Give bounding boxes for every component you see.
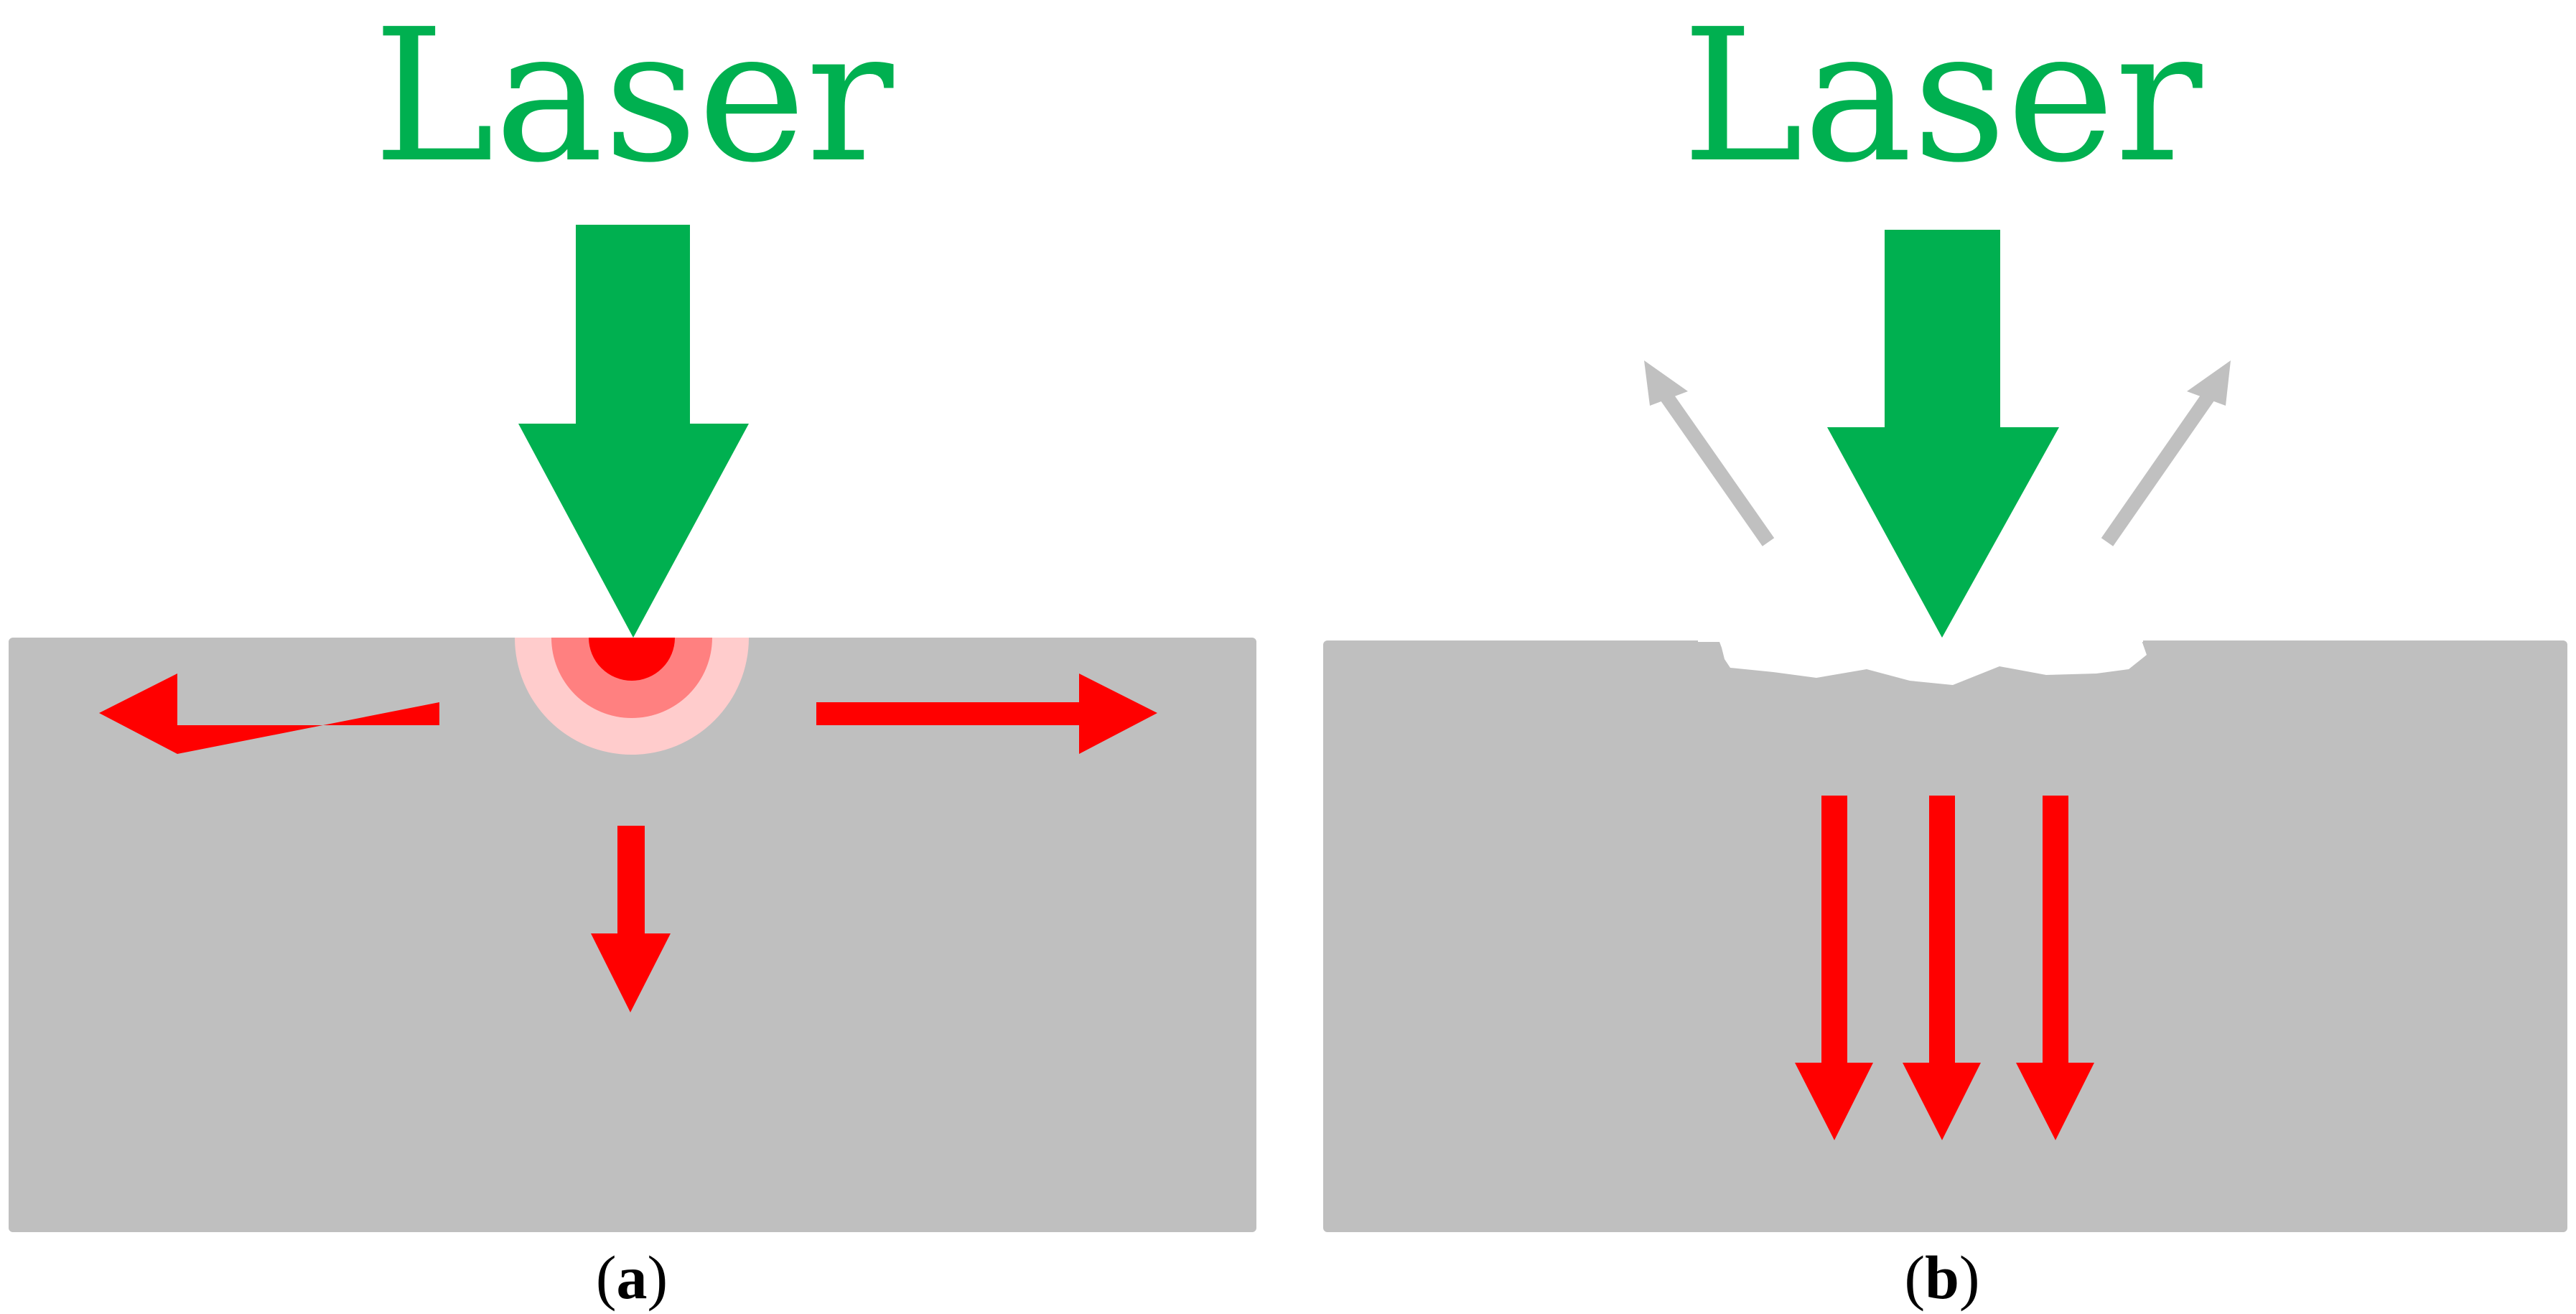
laser-arrow-b: [1827, 230, 2059, 638]
ablated-region-top: [1698, 625, 2143, 642]
caption-open-paren: (: [596, 1243, 617, 1312]
heat-arrow-down-3: [2016, 796, 2094, 1140]
ejection-arrow-left: [1644, 360, 1775, 546]
panel-b-caption: (b): [1904, 1243, 1979, 1312]
caption-letter: a: [617, 1243, 648, 1312]
ablated-region: [1698, 632, 2147, 685]
ejection-arrow-right: [2101, 360, 2231, 546]
heat-arrow-down-1: [1795, 796, 1873, 1140]
laser-arrow-a: [518, 225, 749, 638]
caption-letter: b: [1925, 1243, 1959, 1312]
heat-zone-core: [589, 638, 675, 681]
heat-arrow-down: [591, 826, 671, 1012]
panel-a-caption: (a): [596, 1243, 668, 1312]
heat-arrow-left: [99, 674, 439, 754]
caption-close-paren: ): [1959, 1243, 1980, 1312]
caption-open-paren: (: [1904, 1243, 1925, 1312]
panel-a: Laser (a): [9, 0, 1256, 1312]
caption-close-paren: ): [648, 1243, 668, 1312]
panel-b-title: Laser: [1681, 0, 2202, 203]
panel-a-title: Laser: [373, 0, 893, 203]
heat-arrow-down-2: [1903, 796, 1981, 1140]
panel-b: Laser (b): [1323, 0, 2567, 1312]
heat-arrow-right: [816, 674, 1157, 754]
